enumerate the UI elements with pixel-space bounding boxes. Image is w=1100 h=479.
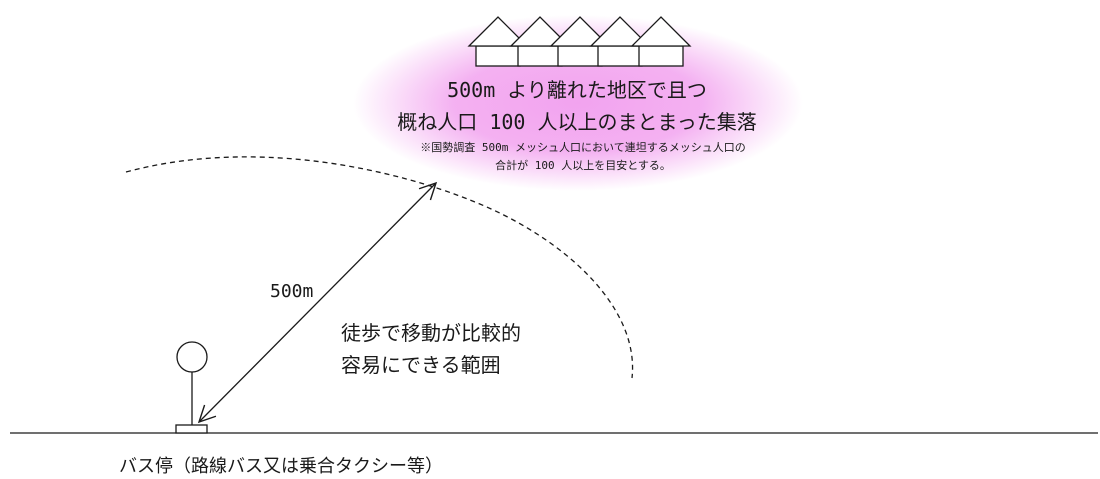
settlement-highlight — [353, 15, 803, 191]
walking-area-line2: 容易にできる範囲 — [341, 353, 501, 377]
house-icon — [467, 16, 529, 67]
walking-area-line1: 徒歩で移動が比較的 — [341, 321, 521, 345]
settlement-title-line2: 概ね人口 100 人以上のまとまった集落 — [397, 110, 757, 134]
distance-arrow — [197, 181, 438, 424]
settlement-note-line2: 合計が 100 人以上を目安とする。 — [495, 159, 671, 172]
settlement-note-line1: ※国勢調査 500m メッシュ人口において連坦するメッシュ人口の — [420, 141, 746, 154]
distance-label: 500m — [270, 281, 314, 302]
house-icon — [589, 16, 651, 67]
house-icon — [630, 16, 692, 67]
row-of-houses-icon — [467, 16, 692, 67]
bus-stop-sign-icon — [175, 341, 208, 434]
walking-range-boundary — [125, 156, 634, 379]
bus-stop-caption: バス停（路線バス又は乗合タクシー等） — [119, 456, 443, 477]
house-icon — [509, 16, 571, 67]
settlement-title-line1: 500m より離れた地区で且つ — [447, 78, 707, 102]
